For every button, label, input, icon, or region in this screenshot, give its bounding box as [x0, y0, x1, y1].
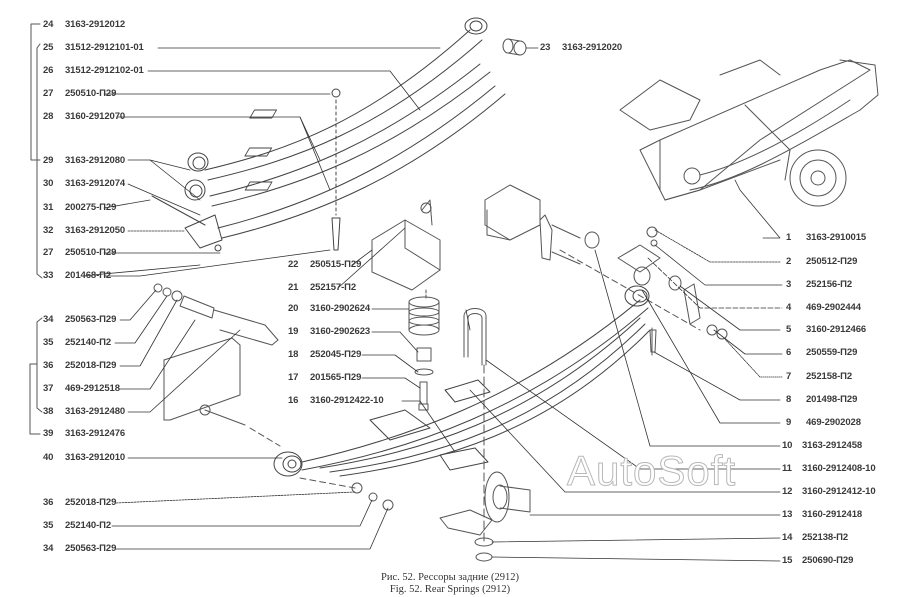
group-bracket-36-39 [29, 363, 41, 435]
bump-stop-assembly [371, 199, 441, 411]
leader-lines-right [469, 179, 783, 562]
bushing-23 [502, 38, 527, 56]
group-bracket-34-38 [36, 317, 43, 413]
axle-hub-assembly [299, 364, 531, 562]
group-bracket-25-33 [36, 43, 43, 279]
group-bracket-24-29 [30, 23, 41, 161]
shackle-assembly [484, 184, 728, 356]
assembled-axle-view [619, 59, 879, 207]
upper-leaf-spring [151, 17, 506, 252]
leader-lines-center [81, 227, 471, 453]
spring-pin-assembly [153, 283, 281, 447]
figure-caption-en: Fig. 52. Rear Springs (2912) [389, 584, 511, 595]
watermark: AutoSoft [566, 447, 737, 494]
figure-caption-ru: Рис. 52. Рессоры задние (2912) [381, 572, 519, 583]
leader-lines-left [103, 47, 441, 550]
main-leaf-spring [273, 285, 651, 477]
